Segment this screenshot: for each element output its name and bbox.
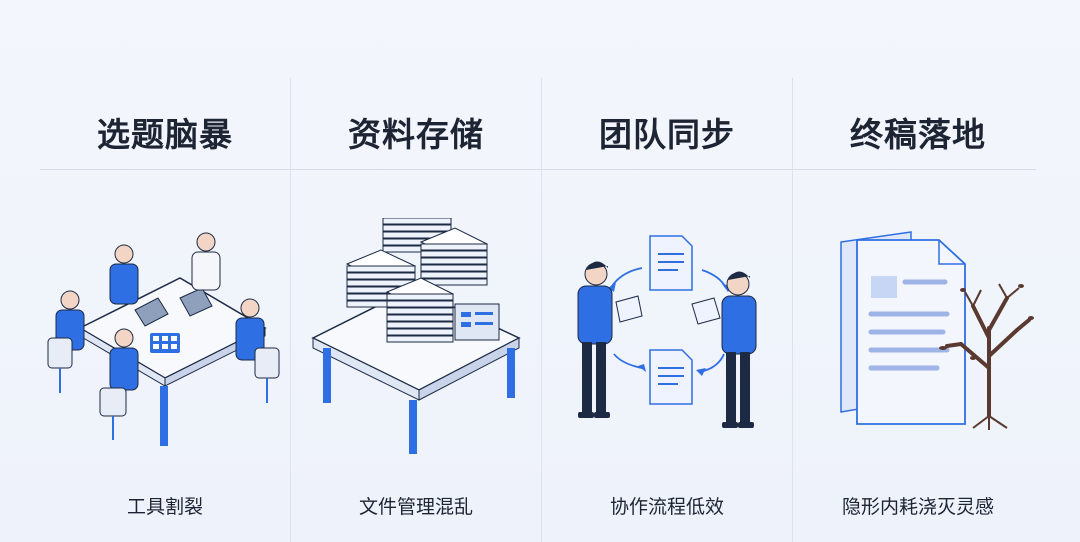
column-divider — [290, 78, 291, 542]
team-meeting-icon — [40, 218, 290, 458]
column-divider — [541, 78, 542, 542]
stage-title: 团队同步 — [599, 115, 735, 154]
stage-title: 选题脑暴 — [97, 115, 233, 154]
stage-title: 终稿落地 — [850, 115, 986, 154]
column-divider — [792, 78, 793, 542]
document-exchange-icon — [542, 218, 792, 458]
stage-caption: 协作流程低效 — [609, 496, 724, 518]
withered-tree-document-icon — [793, 218, 1043, 458]
header-divider — [40, 169, 1036, 170]
stage-caption: 工具割裂 — [126, 496, 203, 518]
stage-title: 资料存储 — [348, 115, 484, 154]
stage-storage: 资料存储 — [291, 78, 541, 542]
stage-caption: 文件管理混乱 — [358, 496, 473, 518]
document-stacks-icon — [291, 218, 541, 458]
stage-brainstorm: 选题脑暴 — [40, 78, 290, 542]
stage-caption: 隐形内耗浇灭灵感 — [841, 496, 994, 518]
stage-sync: 团队同步 — [542, 78, 792, 542]
stage-final: 终稿落地 — [793, 78, 1043, 542]
